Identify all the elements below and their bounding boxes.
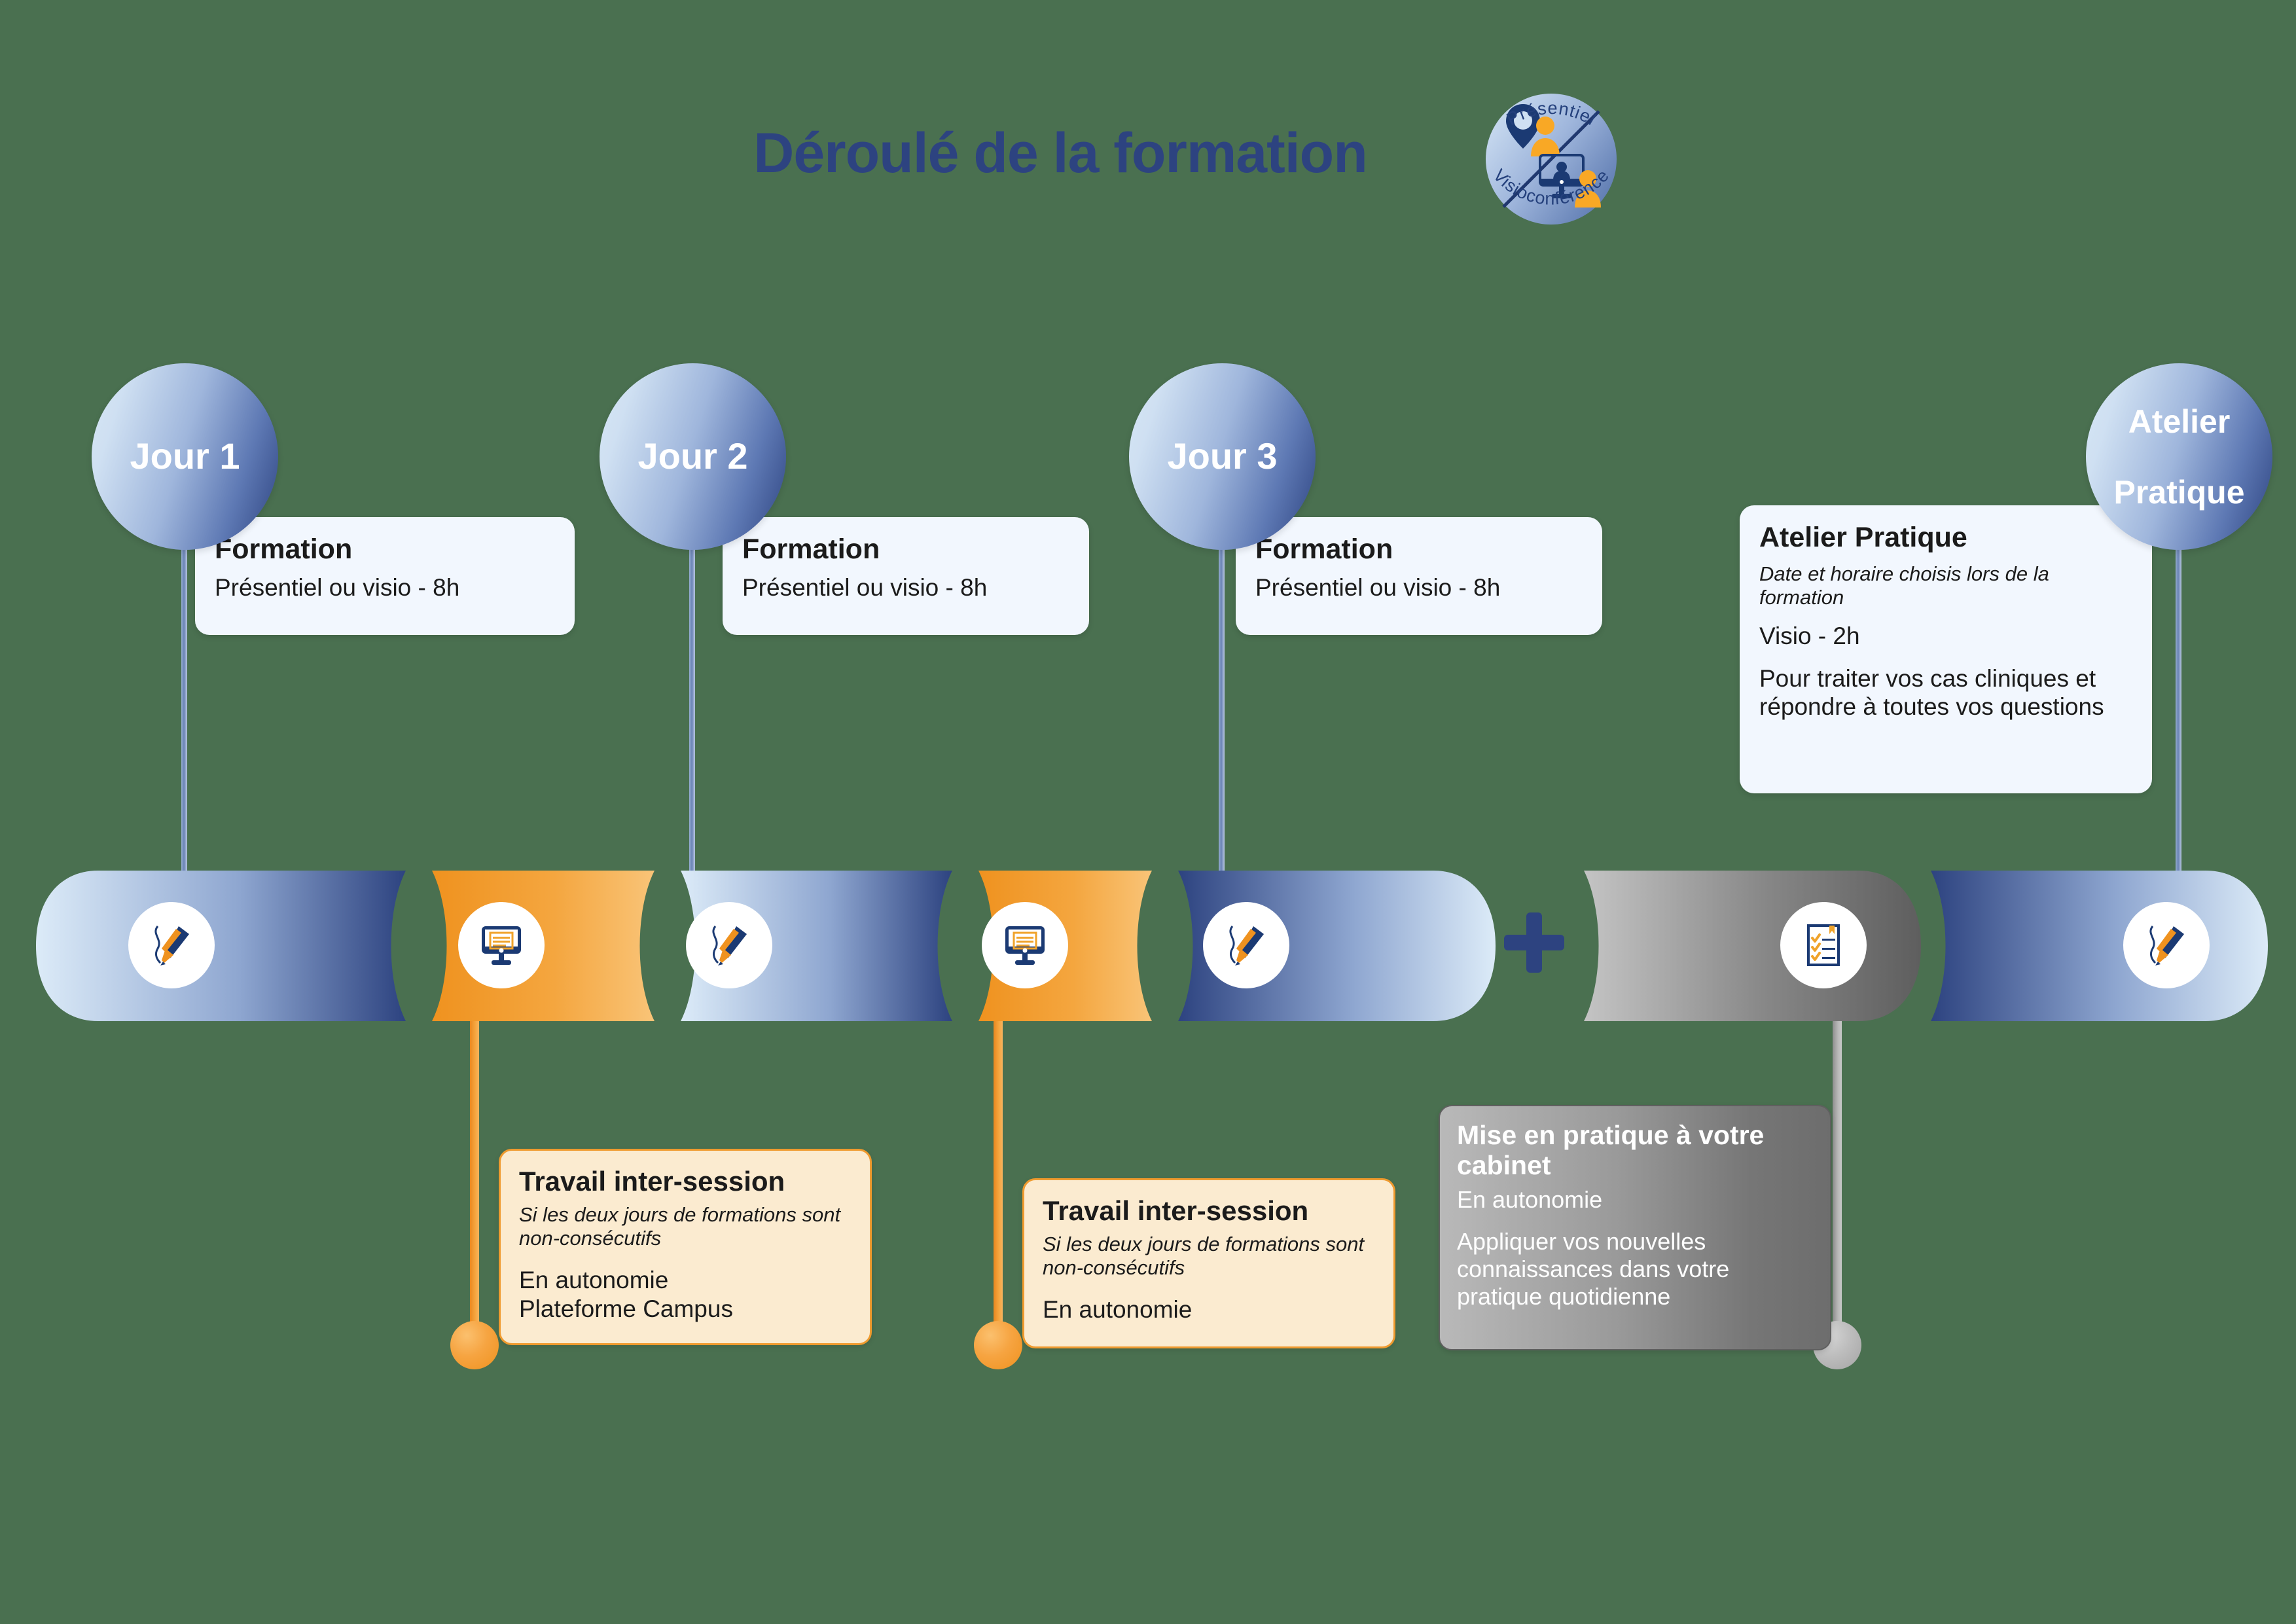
balloon-label: Jour 3 xyxy=(1167,435,1278,477)
icon-bubble-formation-2 xyxy=(686,902,772,988)
monitor-elearning-icon xyxy=(482,926,521,965)
formation-card-jour-1: Formation Présentiel ou visio - 8h xyxy=(195,517,575,635)
connector-knob-intersession-1 xyxy=(450,1321,499,1369)
pen-writing-icon xyxy=(2149,926,2184,965)
card-line-secondary: Appliquer vos nouvelles connaissances da… xyxy=(1457,1228,1730,1310)
card-line: Présentiel ou visio - 8h xyxy=(1255,574,1501,602)
card-heading: Travail inter-session xyxy=(1043,1195,1309,1226)
milestone-balloon-atelier-pratique[interactable]: Atelier Pratique xyxy=(2086,363,2272,550)
balloon-label: Jour 1 xyxy=(130,435,240,477)
card-italic-note: Date et horaire choisis lors de la forma… xyxy=(1759,562,2049,609)
balloon-label: Jour 2 xyxy=(637,435,748,477)
pen-writing-icon xyxy=(712,926,747,965)
balloon-label-line1: Atelier xyxy=(2128,403,2231,440)
card-heading: Atelier Pratique xyxy=(1759,522,1967,553)
connector-mise-en-pratique xyxy=(1833,1008,1842,1342)
card-line: Présentiel ou visio - 8h xyxy=(215,574,460,602)
pen-writing-icon xyxy=(154,926,189,965)
card-line-secondary: Plateforme Campus xyxy=(519,1295,733,1323)
checklist-icon xyxy=(1807,924,1840,966)
ribbon-segment-7 xyxy=(1931,871,2268,1021)
milestone-balloon-jour-1[interactable]: Jour 1 xyxy=(92,363,278,550)
balloon-label: Atelier Pratique xyxy=(2095,404,2263,510)
icon-bubble-atelier-pratique xyxy=(2123,902,2210,988)
stem-jour-1 xyxy=(181,497,187,890)
icon-bubble-mise-en-pratique xyxy=(1780,902,1867,988)
formation-card-jour-3: Formation Présentiel ou visio - 8h xyxy=(1236,517,1602,635)
connector-intersession-2 xyxy=(994,1008,1003,1342)
connector-intersession-1 xyxy=(470,1008,479,1342)
card-italic-note: Si les deux jours de formations sont non… xyxy=(1043,1233,1365,1280)
icon-bubble-formation-3 xyxy=(1203,902,1289,988)
card-line-secondary: Pour traiter vos cas cliniques et répond… xyxy=(1759,665,2104,721)
connector-knob-intersession-2 xyxy=(974,1321,1022,1369)
card-line: En autonomie xyxy=(1457,1185,1603,1213)
card-line: En autonomie xyxy=(1043,1296,1193,1324)
intersession-card-2: Travail inter-session Si les deux jours … xyxy=(1022,1178,1395,1348)
stem-jour-3 xyxy=(1219,497,1225,890)
atelier-pratique-card: Atelier Pratique Date et horaire choisis… xyxy=(1740,505,2152,793)
stem-atelier-pratique xyxy=(2176,497,2181,890)
formation-card-jour-2: Formation Présentiel ou visio - 8h xyxy=(723,517,1089,635)
page-title: Déroulé de la formation xyxy=(753,122,1368,185)
ribbon-segment-1 xyxy=(36,871,406,1021)
card-heading: Formation xyxy=(1255,533,1393,565)
icon-bubble-intersession-2 xyxy=(982,902,1068,988)
card-heading: Travail inter-session xyxy=(519,1166,785,1197)
balloon-label-line2: Pratique xyxy=(2113,473,2245,511)
stem-jour-2 xyxy=(689,497,695,890)
intersession-card-1: Travail inter-session Si les deux jours … xyxy=(499,1149,872,1345)
card-heading: Formation xyxy=(742,533,880,565)
monitor-elearning-icon xyxy=(1005,926,1045,965)
plus-symbol xyxy=(1499,907,1570,978)
card-line: Visio - 2h xyxy=(1759,623,1860,650)
card-line: Présentiel ou visio - 8h xyxy=(742,574,988,602)
icon-bubble-intersession-1 xyxy=(458,902,545,988)
timeline-ribbon xyxy=(0,871,2296,1021)
milestone-balloon-jour-2[interactable]: Jour 2 xyxy=(600,363,786,550)
mise-en-pratique-card: Mise en pratique à votre cabinet En auto… xyxy=(1439,1105,1831,1350)
presentiel-visioconference-badge: Présentiel Visioconférence xyxy=(1450,56,1653,259)
card-heading: Mise en pratique à votre cabinet xyxy=(1457,1120,1765,1180)
ribbon-segment-6 xyxy=(1584,871,1921,1021)
milestone-balloon-jour-3[interactable]: Jour 3 xyxy=(1129,363,1316,550)
pen-writing-icon xyxy=(1229,926,1264,965)
card-heading: Formation xyxy=(215,533,353,565)
icon-bubble-formation-1 xyxy=(128,902,215,988)
card-line: En autonomie xyxy=(519,1267,669,1294)
card-italic-note: Si les deux jours de formations sont non… xyxy=(519,1203,841,1250)
